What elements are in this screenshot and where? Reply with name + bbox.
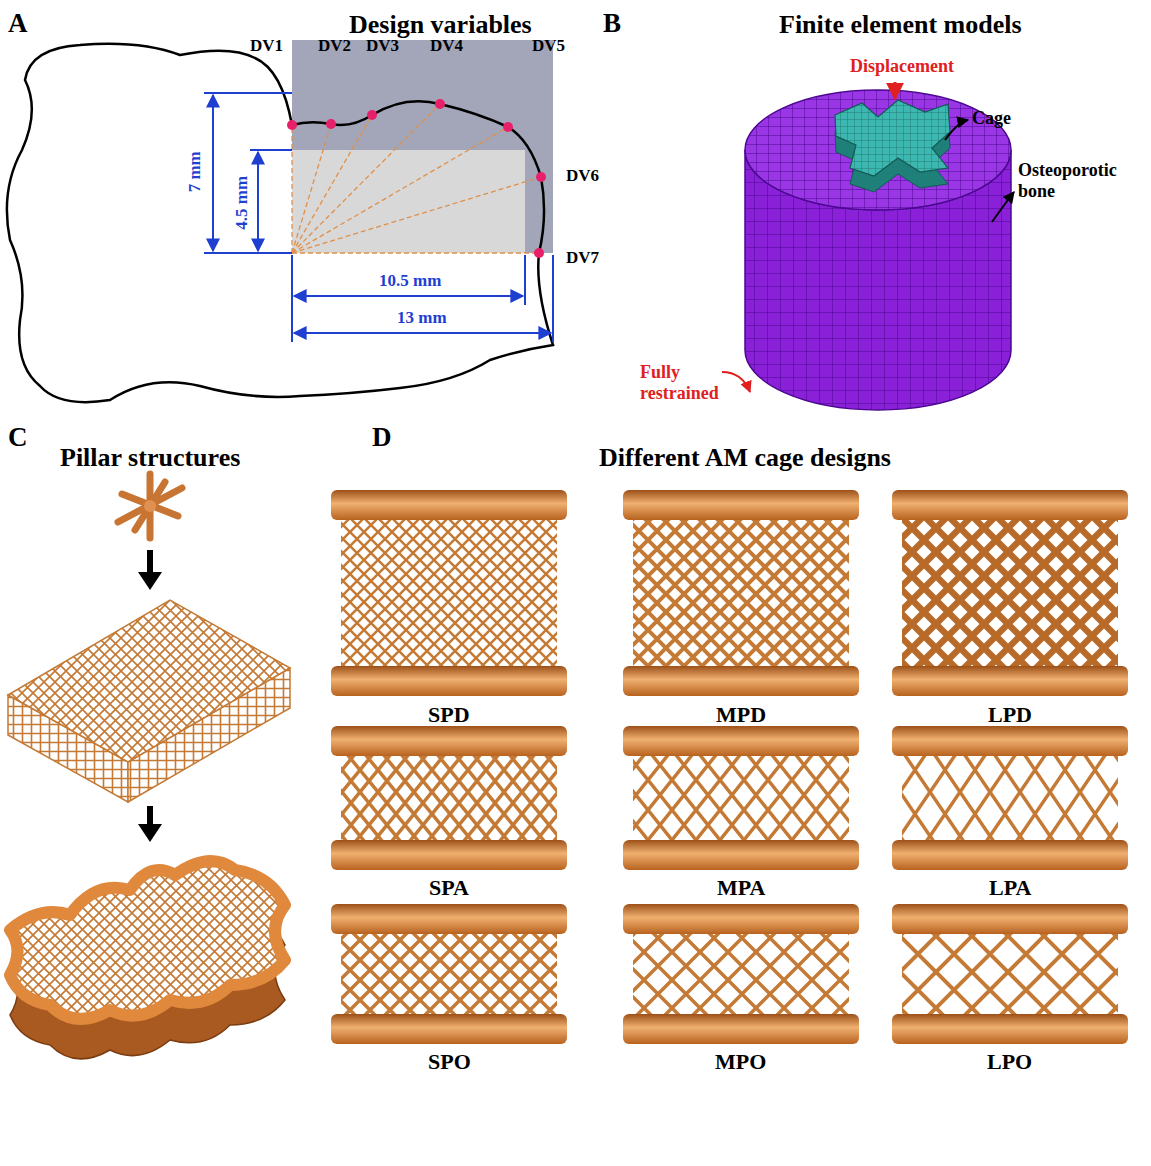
cage-design	[892, 904, 1128, 1044]
cage-design	[623, 490, 859, 696]
radial-rays	[292, 104, 541, 253]
panel-title: Pillar structures	[60, 443, 240, 473]
design-variable: DV2	[318, 36, 351, 56]
design-variable: DV7	[566, 248, 599, 268]
cage-name: LPD	[988, 702, 1032, 727]
core-region	[292, 150, 525, 253]
cage-model	[835, 100, 950, 176]
design-variable: DV5	[532, 36, 565, 56]
dimension-label: 7 mm	[185, 151, 205, 192]
design-points	[287, 99, 546, 258]
pillar-node	[144, 500, 156, 512]
design-region	[292, 40, 553, 253]
cage-name: SPO	[428, 1049, 471, 1074]
cage-name: SPD	[428, 702, 470, 727]
design-variable: DV4	[430, 36, 463, 56]
cage-name: SPA	[429, 875, 469, 900]
panel-letter: A	[8, 8, 28, 39]
panel-title: Different AM cage designs	[599, 443, 891, 473]
callout-label: Fully restrained	[640, 362, 740, 403]
panel-letter: B	[603, 8, 621, 39]
panel-title: Finite element models	[779, 10, 1022, 40]
panel-letter: C	[8, 422, 28, 453]
leader-arrow	[945, 120, 968, 140]
callout-label: Cage	[972, 108, 1011, 129]
cage-name: LPO	[987, 1049, 1032, 1074]
cage-design	[331, 726, 567, 870]
cage-design	[892, 726, 1128, 870]
lattice-cage	[10, 861, 285, 1019]
cage-name: LPA	[989, 875, 1031, 900]
panel-title: Design variables	[349, 10, 532, 40]
design-variable: DV3	[366, 36, 399, 56]
cage-outline	[7, 44, 553, 402]
dimension-lines	[204, 93, 553, 342]
pillar-unit	[118, 474, 182, 538]
bone-top	[745, 90, 1011, 210]
dimension-label: 4.5 mm	[232, 176, 252, 230]
design-variable: DV6	[566, 166, 599, 186]
dimension-label: 10.5 mm	[379, 271, 441, 291]
leader-arrow	[992, 192, 1014, 222]
dimension-label: 13 mm	[397, 308, 447, 328]
restraint-arrow	[722, 372, 750, 392]
cage-design	[623, 726, 859, 870]
cage-design	[892, 490, 1128, 696]
cage-name: MPA	[717, 875, 765, 900]
load-arrow	[894, 82, 897, 99]
cage-design	[623, 904, 859, 1044]
cage-design	[331, 904, 567, 1044]
cage-design	[331, 490, 567, 696]
design-variable: DV1	[250, 36, 283, 56]
lattice-block	[8, 600, 290, 762]
panel-letter: D	[372, 422, 392, 453]
cage-name: MPO	[715, 1049, 766, 1074]
cage-name: MPD	[716, 702, 766, 727]
callout-label: Osteoporotic bone	[1018, 160, 1138, 201]
callout-label: Displacement	[850, 56, 954, 77]
